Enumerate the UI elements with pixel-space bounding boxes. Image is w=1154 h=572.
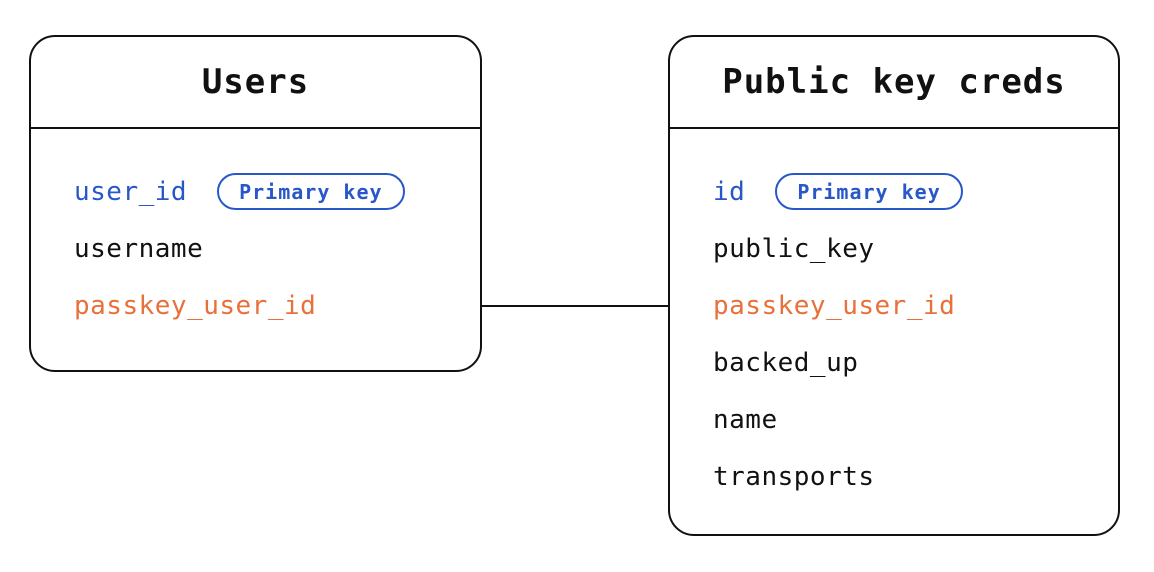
field-row: public_key	[713, 220, 1118, 277]
field-row: passkey_user_id	[713, 277, 1118, 334]
field-name-backed-up: backed_up	[713, 347, 859, 378]
field-name-passkey-user-id: passkey_user_id	[74, 290, 317, 321]
table-public-key-creds: Public key creds id Primary key public_k…	[668, 35, 1120, 536]
field-name-public-key: public_key	[713, 233, 875, 264]
primary-key-badge: Primary key	[217, 173, 405, 210]
field-row: user_id Primary key	[74, 163, 480, 220]
field-name-username: username	[74, 233, 204, 264]
field-row: backed_up	[713, 334, 1118, 391]
field-name-id: id	[713, 176, 746, 207]
field-row: username	[74, 220, 480, 277]
table-public-key-creds-title: Public key creds	[670, 37, 1118, 129]
field-name-name: name	[713, 404, 778, 435]
table-users-title: Users	[31, 37, 480, 129]
field-name-transports: transports	[713, 461, 875, 492]
field-row: id Primary key	[713, 163, 1118, 220]
field-row: name	[713, 391, 1118, 448]
field-name-passkey-user-id: passkey_user_id	[713, 290, 956, 321]
table-users-body: user_id Primary key username passkey_use…	[31, 129, 480, 334]
field-name-user-id: user_id	[74, 176, 188, 207]
table-public-key-creds-body: id Primary key public_key passkey_user_i…	[670, 129, 1118, 505]
primary-key-badge: Primary key	[775, 173, 963, 210]
field-row: transports	[713, 448, 1118, 505]
relation-line	[482, 305, 668, 307]
table-users: Users user_id Primary key username passk…	[29, 35, 482, 372]
field-row: passkey_user_id	[74, 277, 480, 334]
